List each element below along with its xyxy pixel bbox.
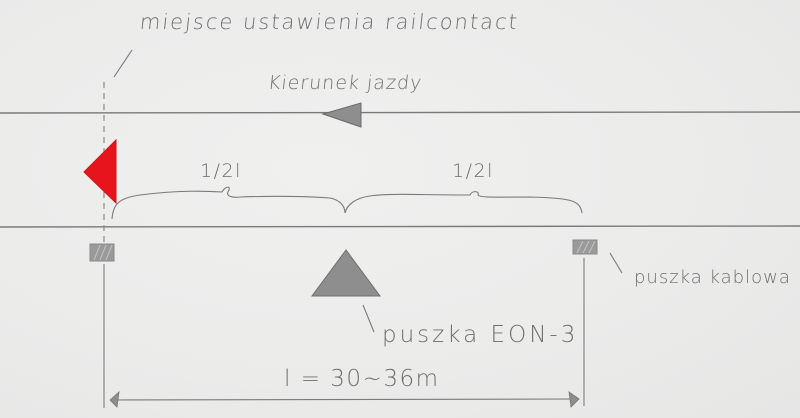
eon3-box-label: puszka EON-3 — [382, 322, 579, 348]
signal-marker-icon — [83, 138, 117, 205]
length-dimension-line — [111, 398, 577, 401]
lower-rail-line — [0, 225, 800, 228]
cable-box-left-icon — [89, 243, 115, 262]
cable-box-label: puszka kablowa — [634, 267, 791, 288]
length-arrowhead-left-icon — [109, 390, 120, 408]
half-length-left-label: 1/2l — [200, 160, 242, 182]
cable-box-right-hatching — [576, 240, 596, 254]
cable-box-leader-line — [609, 252, 623, 274]
direction-arrow-icon — [321, 102, 362, 128]
railcontact-leader-line — [113, 49, 133, 78]
brace-left-half — [111, 186, 346, 220]
upper-rail-line — [0, 111, 800, 114]
brace-right-half — [344, 191, 583, 214]
eon3-box-icon — [311, 249, 381, 297]
half-length-right-label: 1/2l — [452, 160, 494, 182]
railcontact-location-label: miejsce ustawienia railcontact — [138, 10, 521, 34]
direction-of-travel-label: Kierunek jazdy — [266, 72, 424, 94]
cable-box-left-hatching — [93, 244, 113, 261]
cable-box-right-icon — [572, 239, 598, 255]
eon3-leader-line — [362, 304, 375, 333]
length-arrowhead-right-icon — [568, 391, 580, 408]
total-length-label: l = 30~36m — [284, 366, 440, 392]
